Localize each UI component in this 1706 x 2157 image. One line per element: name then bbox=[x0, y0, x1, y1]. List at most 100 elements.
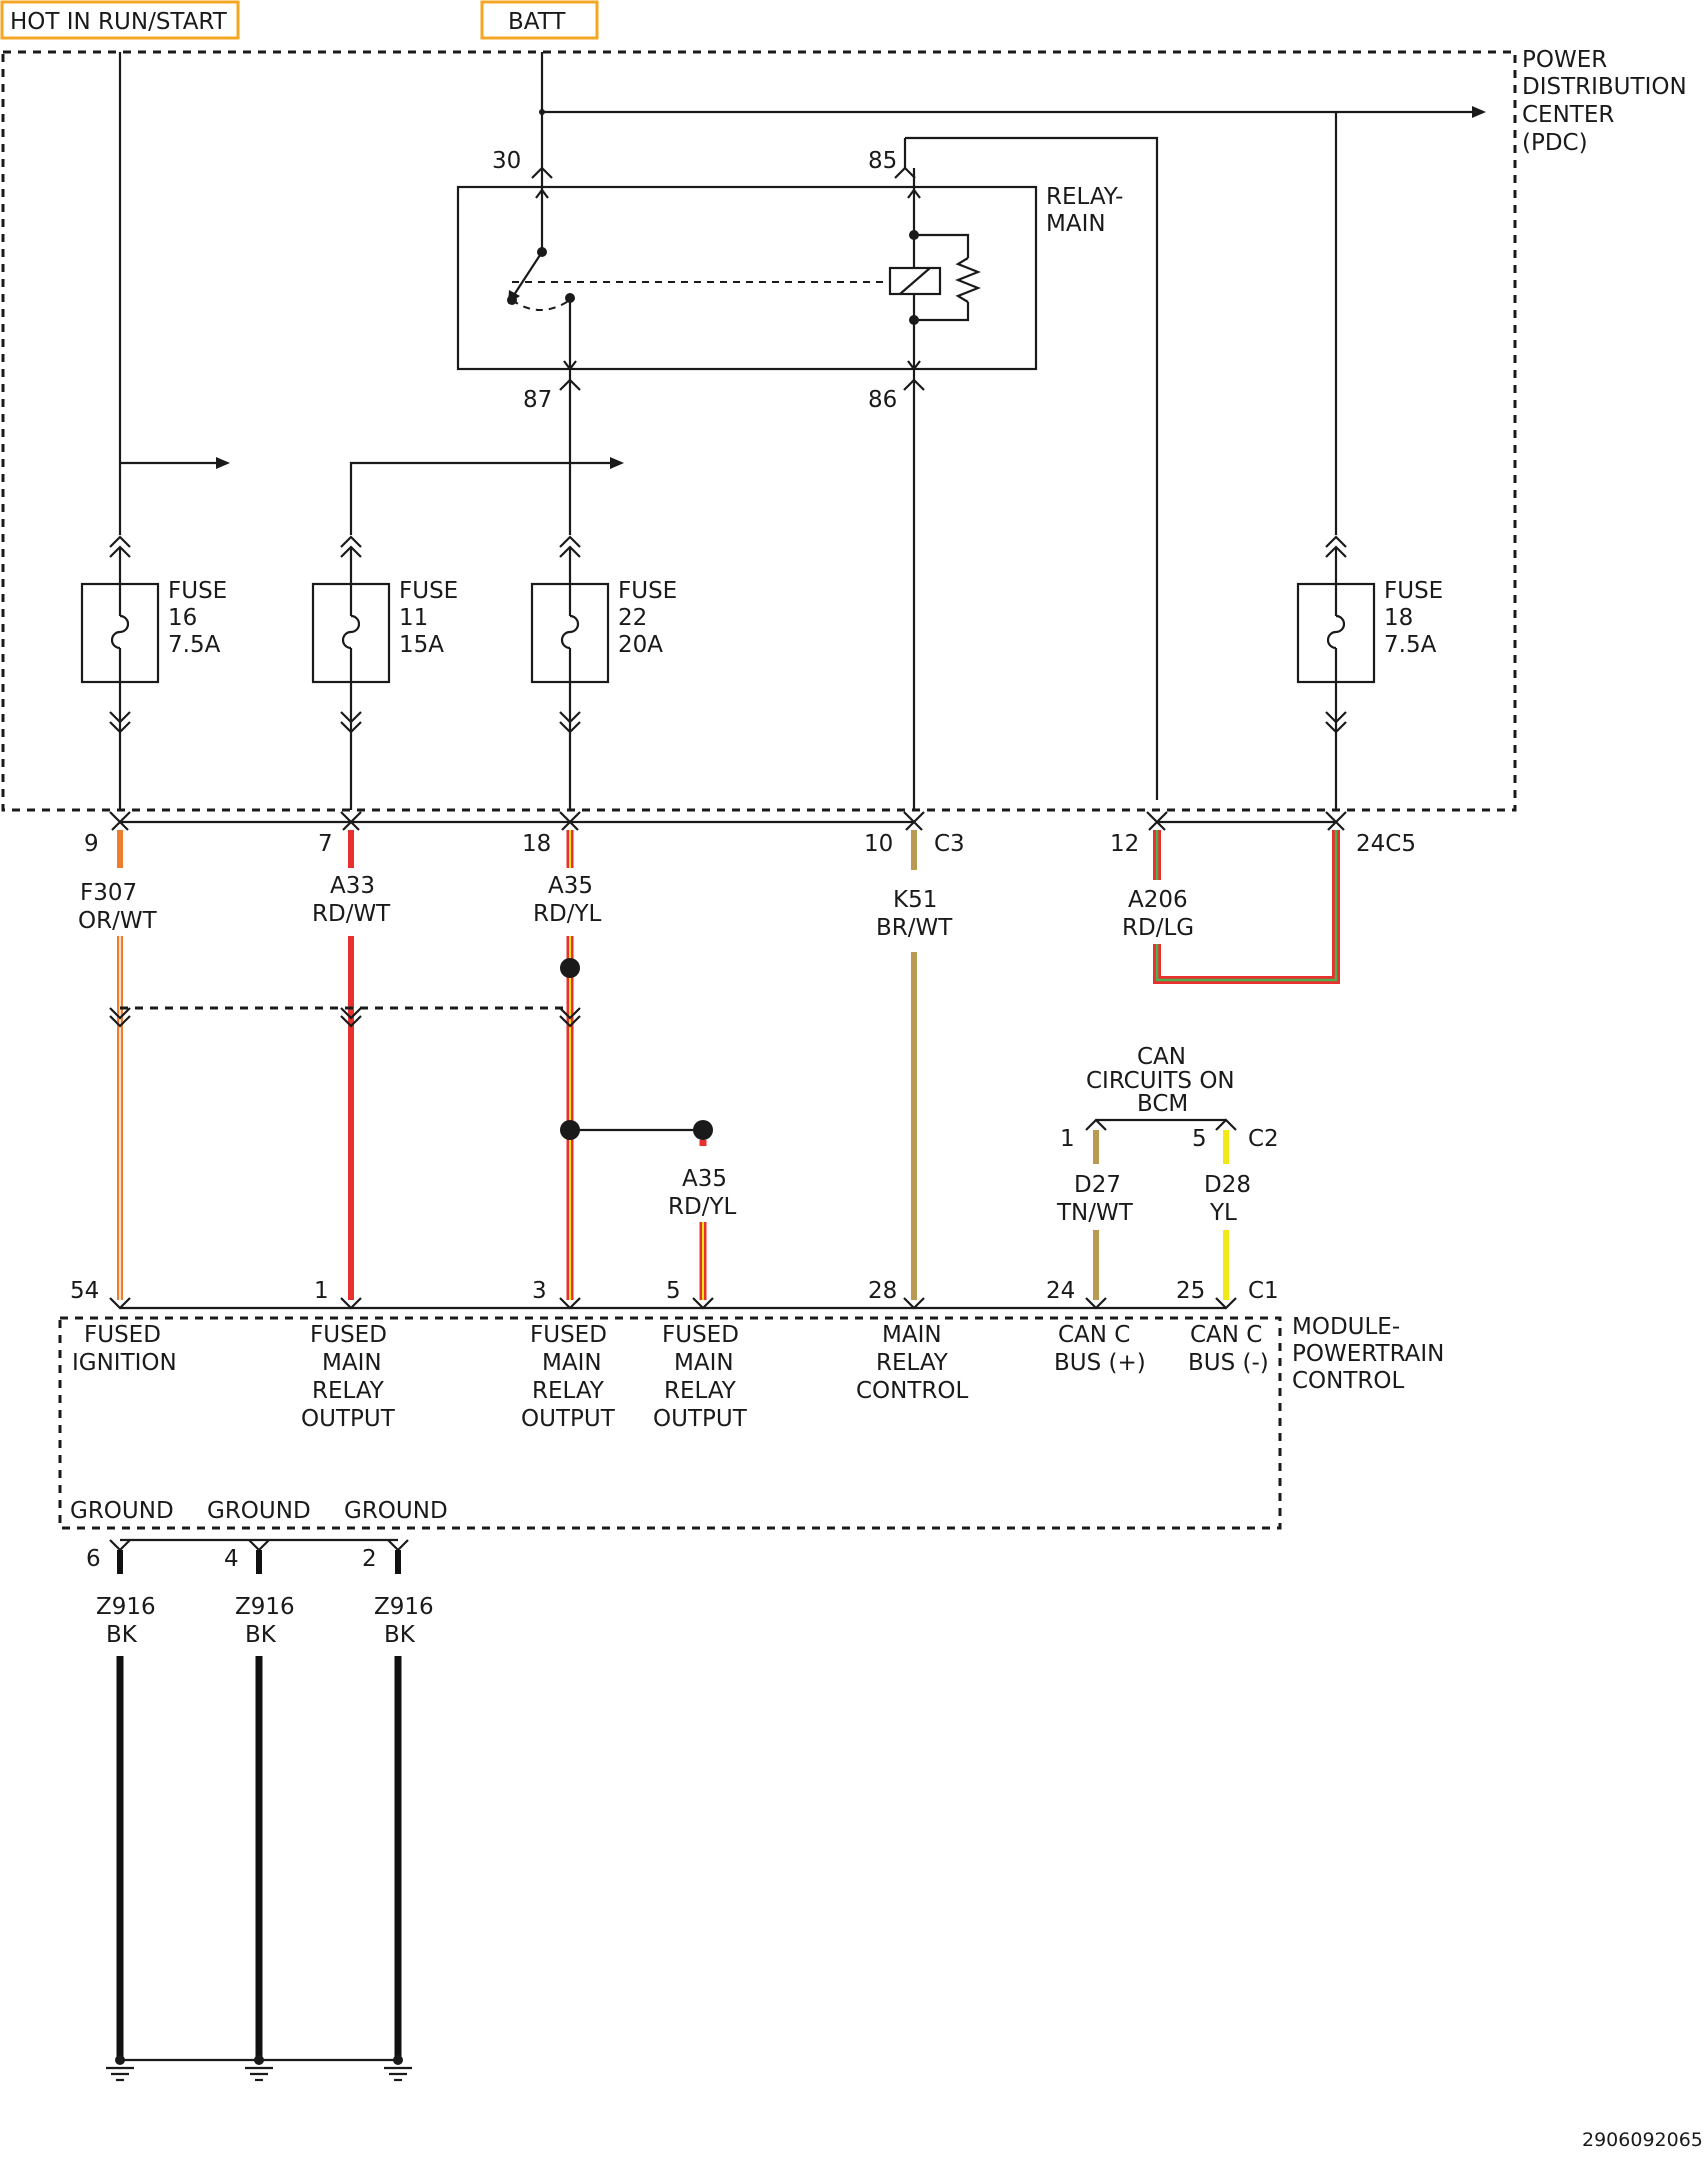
pcm-fn-24-line1: CAN C bbox=[1058, 1322, 1130, 1348]
relay-label-line1: RELAY- bbox=[1046, 184, 1123, 210]
relay-85-arrow-icon bbox=[907, 188, 921, 199]
can-connector-c2: C2 bbox=[1248, 1126, 1279, 1152]
relay-label-line2: MAIN bbox=[1046, 211, 1106, 237]
pcm-fn-28-line3: CONTROL bbox=[856, 1378, 969, 1404]
fuse-16-label-line3: 7.5A bbox=[168, 632, 221, 658]
fuse-11-label-line1: FUSE bbox=[399, 578, 458, 604]
pcm-ground-label-1: GROUND bbox=[70, 1498, 174, 1524]
batt-label: BATT bbox=[508, 9, 566, 35]
pcm-fn-1-line3: RELAY bbox=[312, 1378, 385, 1404]
relay-pin-86: 86 bbox=[868, 387, 897, 413]
ground-icon bbox=[245, 2055, 273, 2082]
fuse-16-element-icon bbox=[110, 614, 130, 650]
pcm-pin-5: 5 bbox=[666, 1278, 681, 1304]
pdc-pin-10: 10 bbox=[864, 831, 893, 857]
wire-z916a-color: BK bbox=[106, 1622, 138, 1648]
wire-a33-circuit: A33 bbox=[330, 873, 375, 899]
wire-f307-circuit: F307 bbox=[80, 880, 137, 906]
fuse-16 bbox=[80, 535, 160, 810]
pcm-fn-3-line2: MAIN bbox=[542, 1350, 602, 1376]
pdc-pin-9: 9 bbox=[84, 831, 99, 857]
pcm-enclosure bbox=[58, 1316, 1282, 1530]
fuse-22-label-line1: FUSE bbox=[618, 578, 677, 604]
pcm-pin-28: 28 bbox=[868, 1278, 897, 1304]
pcm-fn-25-line1: CAN C bbox=[1190, 1322, 1262, 1348]
fuse-22-label-line3: 20A bbox=[618, 632, 663, 658]
can-c2-pin1-connector bbox=[1085, 1118, 1107, 1131]
wire-a206-label-bg bbox=[1120, 880, 1200, 944]
pdc-enclosure bbox=[1, 50, 1517, 812]
fuse-11 bbox=[311, 535, 391, 810]
pcm-ground-label-2: GROUND bbox=[207, 1498, 311, 1524]
wire-k51-color: BR/WT bbox=[876, 915, 953, 941]
wire-k51-circuit: K51 bbox=[893, 887, 937, 913]
can-label-line1: CAN bbox=[1137, 1044, 1186, 1070]
wire-a33-color: RD/WT bbox=[312, 901, 391, 927]
pcm-pin-1: 1 bbox=[314, 1278, 329, 1304]
ground-pin-2: 2 bbox=[362, 1546, 377, 1572]
wire-z916c-circuit: Z916 bbox=[374, 1594, 434, 1620]
pcm-fn-1-line4: OUTPUT bbox=[301, 1406, 396, 1432]
can-label-line2: CIRCUITS ON bbox=[1086, 1068, 1235, 1094]
wire-a206-color: RD/LG bbox=[1122, 915, 1194, 941]
pdc-label-line2: DISTRIBUTION bbox=[1522, 74, 1687, 100]
relay-87-branch-wire bbox=[349, 461, 616, 535]
relay-coil-slash bbox=[899, 267, 931, 295]
ground-icon bbox=[106, 2055, 134, 2082]
fuse-11-label-line3: 15A bbox=[399, 632, 444, 658]
pcm-pin-3: 3 bbox=[532, 1278, 547, 1304]
splice-a35-upper bbox=[560, 958, 580, 978]
ground-pin-4: 4 bbox=[224, 1546, 239, 1572]
pcm-fn-3-line4: OUTPUT bbox=[521, 1406, 616, 1432]
wire-z916b-circuit: Z916 bbox=[235, 1594, 295, 1620]
relay-pin-30: 30 bbox=[492, 148, 521, 174]
can-c2-pin5-connector bbox=[1215, 1118, 1237, 1131]
wire-z916a-circuit: Z916 bbox=[96, 1594, 156, 1620]
fuse-16-label-line1: FUSE bbox=[168, 578, 227, 604]
fuse-11-label-line2: 11 bbox=[399, 605, 428, 631]
relay-87-arrow-icon bbox=[563, 360, 577, 371]
pcm-fn-1-line2: MAIN bbox=[322, 1350, 382, 1376]
can-label-line3: BCM bbox=[1137, 1091, 1188, 1117]
can-pin-1: 1 bbox=[1060, 1126, 1075, 1152]
figure-id: 2906092065 bbox=[1582, 2129, 1703, 2151]
relay-pin-85-connector bbox=[894, 166, 916, 179]
batt-junction-dot bbox=[539, 109, 545, 115]
fuse-18-element-icon bbox=[1326, 614, 1346, 650]
pdc-connector-pins bbox=[109, 811, 1347, 831]
pcm-fn-54-line1: FUSED bbox=[84, 1322, 161, 1348]
relay-main-body bbox=[456, 185, 1038, 371]
relay-switch-travel bbox=[511, 299, 571, 311]
pdc-label-line4: (PDC) bbox=[1522, 130, 1588, 156]
wire-a35-circuit: A35 bbox=[548, 873, 593, 899]
wire-d28-color: YL bbox=[1209, 1200, 1237, 1226]
pcm-fn-5-line2: MAIN bbox=[674, 1350, 734, 1376]
pcm-fn-28-line2: RELAY bbox=[876, 1350, 949, 1376]
relay-pin-87: 87 bbox=[523, 387, 552, 413]
fuse-16-top-connector bbox=[109, 535, 131, 548]
pcm-fn-1-line1: FUSED bbox=[310, 1322, 387, 1348]
can-pin-5: 5 bbox=[1192, 1126, 1207, 1152]
fuse-18-label-line2: 18 bbox=[1384, 605, 1413, 631]
fuse-18 bbox=[1296, 535, 1376, 810]
pcm-fn-5-line3: RELAY bbox=[664, 1378, 737, 1404]
wire-z916c-color: BK bbox=[384, 1622, 416, 1648]
inline-connector-pins bbox=[109, 1007, 581, 1028]
relay-switch-arm bbox=[511, 251, 543, 299]
pdc-pin-24c5: 24C5 bbox=[1356, 831, 1416, 857]
pcm-connector-pins bbox=[109, 1297, 1237, 1310]
pdc-pin-18: 18 bbox=[522, 831, 551, 857]
pcm-label-line3: CONTROL bbox=[1292, 1368, 1405, 1394]
relay-30-arrow-icon bbox=[535, 188, 549, 199]
pdc-connector-c3: C3 bbox=[934, 831, 965, 857]
ground-icon bbox=[384, 2055, 412, 2082]
fuse-18-label-line1: FUSE bbox=[1384, 578, 1443, 604]
wire-d27-color: TN/WT bbox=[1056, 1200, 1134, 1226]
wire-d27-circuit: D27 bbox=[1074, 1172, 1121, 1198]
pcm-fn-3-line1: FUSED bbox=[530, 1322, 607, 1348]
pcm-fn-24-line2: BUS (+) bbox=[1054, 1350, 1146, 1376]
fuse-11-element-icon bbox=[341, 614, 361, 650]
relay-diode-top bbox=[914, 233, 970, 258]
wire-a35b-color: RD/YL bbox=[668, 1194, 736, 1220]
